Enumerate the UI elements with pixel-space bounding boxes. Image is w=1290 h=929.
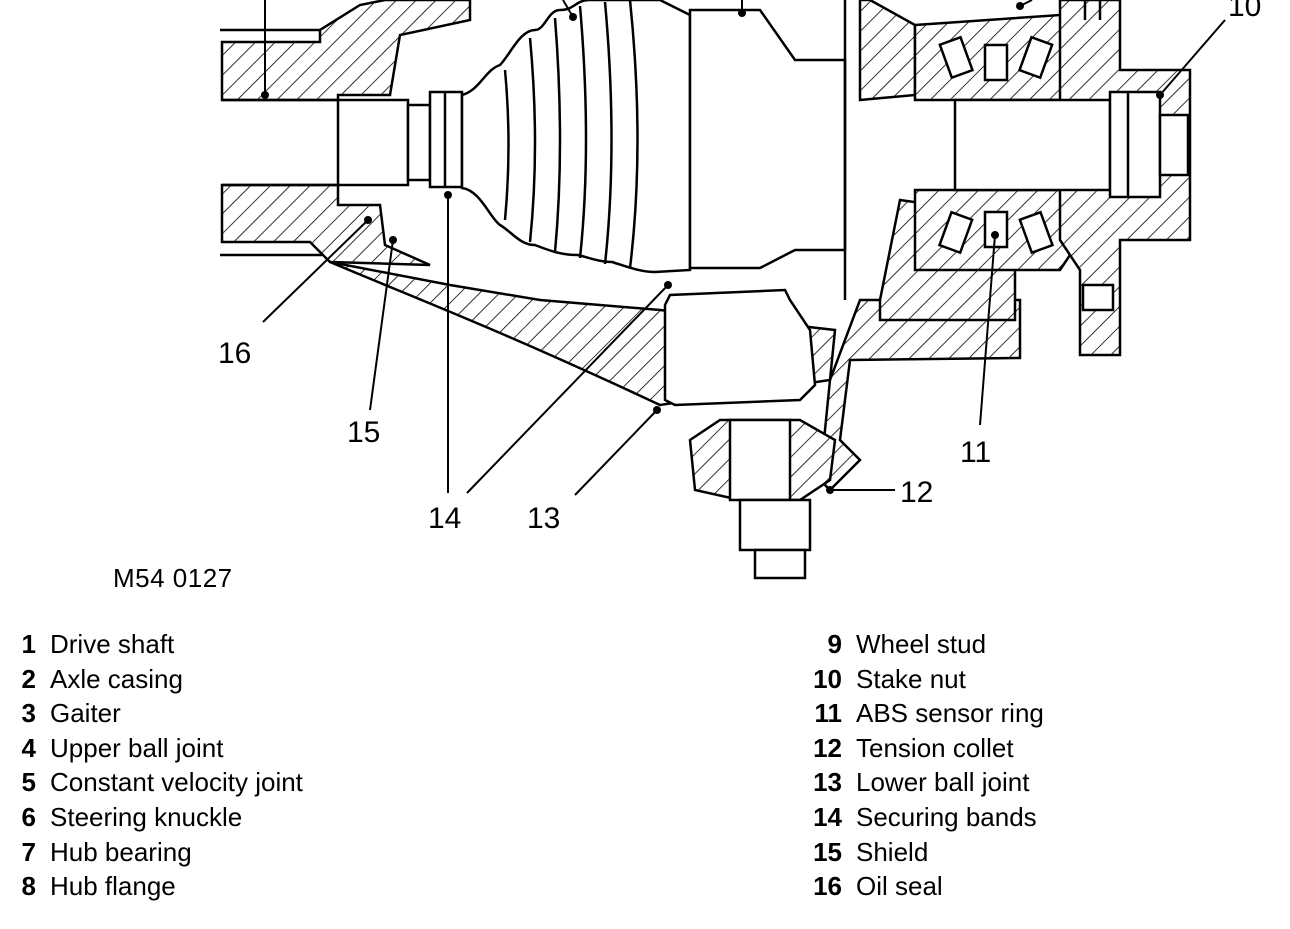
wheel-stud <box>1083 0 1102 20</box>
legend-label: Gaiter <box>50 698 121 729</box>
hub-assembly-cross-section-diagram: 16 15 14 13 12 11 10 <box>218 0 1261 580</box>
constant-velocity-joint <box>688 0 847 300</box>
gaiter <box>460 0 692 274</box>
legend-number: 2 <box>21 663 36 694</box>
legend-number: 10 <box>813 663 842 694</box>
legend-item: 5 Constant velocity joint <box>14 765 303 800</box>
callout-10: 10 <box>1228 0 1261 23</box>
legend-label: Drive shaft <box>50 629 175 659</box>
callout-15: 15 <box>347 416 380 449</box>
legend-number: 9 <box>827 629 842 659</box>
legend-item: 9 Wheel stud <box>808 627 1044 662</box>
legend-label: Lower ball joint <box>856 767 1030 798</box>
legend-number: 12 <box>813 732 842 763</box>
legend-number: 1 <box>21 629 36 659</box>
legend-item: 10 Stake nut <box>808 662 1044 697</box>
stake-nut-and-stub <box>953 90 1190 199</box>
legend-item: 4 Upper ball joint <box>14 731 303 766</box>
legend-label: ABS sensor ring <box>856 698 1044 729</box>
legend-number: 11 <box>814 698 843 729</box>
legend-item: 16 Oil seal <box>808 869 1044 904</box>
legend-number: 5 <box>21 767 36 798</box>
legend-item: 3 Gaiter <box>14 696 303 731</box>
legend-item: 15 Shield <box>808 835 1044 870</box>
leader-lines <box>262 0 1226 496</box>
legend-item: 11 ABS sensor ring <box>808 696 1044 731</box>
lower-ball-joint <box>663 288 837 580</box>
legend-label: Wheel stud <box>856 629 987 659</box>
legend-number: 13 <box>813 767 842 798</box>
legend-label: Shield <box>856 836 929 867</box>
legend-label: Securing bands <box>856 801 1037 832</box>
legend-number: 15 <box>813 836 842 867</box>
legend-number: 16 <box>813 871 842 902</box>
legend-label: Hub flange <box>50 871 176 902</box>
legend-number: 8 <box>21 871 36 902</box>
legend-number: 7 <box>21 836 36 867</box>
legend-label: Constant velocity joint <box>50 767 303 798</box>
leader-dots <box>261 2 1164 494</box>
legend-label: Hub bearing <box>50 836 192 867</box>
legend-number: 3 <box>21 698 36 729</box>
legend-left-column: 1 Drive shaft 2 Axle casing 3 Gaiter 4 Upper… <box>14 627 303 904</box>
legend-number: 4 <box>21 732 36 763</box>
legend-item: 2 Axle casing <box>14 662 303 697</box>
legend-number: 6 <box>21 801 36 832</box>
legend-item: 6 Steering knuckle <box>14 800 303 835</box>
legend-label: Upper ball joint <box>50 732 224 763</box>
legend-label: Tension collet <box>856 732 1014 763</box>
legend-label: Axle casing <box>50 663 183 694</box>
hub-bearing <box>913 13 1082 272</box>
legend-item: 12 Tension collet <box>808 731 1044 766</box>
callout-16: 16 <box>218 337 251 370</box>
callout-11: 11 <box>960 436 991 469</box>
legend-label: Oil seal <box>856 871 943 902</box>
figure-code: M54 0127 <box>113 563 233 593</box>
legend-item: 14 Securing bands <box>808 800 1044 835</box>
legend-item: 8 Hub flange <box>14 869 303 904</box>
callout-12: 12 <box>900 476 933 509</box>
legend-item: 7 Hub bearing <box>14 835 303 870</box>
legend-label: Stake nut <box>856 663 966 694</box>
callout-13: 13 <box>527 502 560 535</box>
legend-item: 1 Drive shaft <box>14 627 303 662</box>
drive-shaft <box>336 90 464 189</box>
legend-right-column: 9 Wheel stud 10 Stake nut 11 ABS sensor rin… <box>808 627 1044 904</box>
legend-number: 14 <box>813 801 842 832</box>
callout-labels: 16 15 14 13 12 11 10 <box>218 0 1261 535</box>
callout-14: 14 <box>428 502 461 535</box>
legend-item: 13 Lower ball joint <box>808 765 1044 800</box>
legend-label: Steering knuckle <box>50 801 243 832</box>
